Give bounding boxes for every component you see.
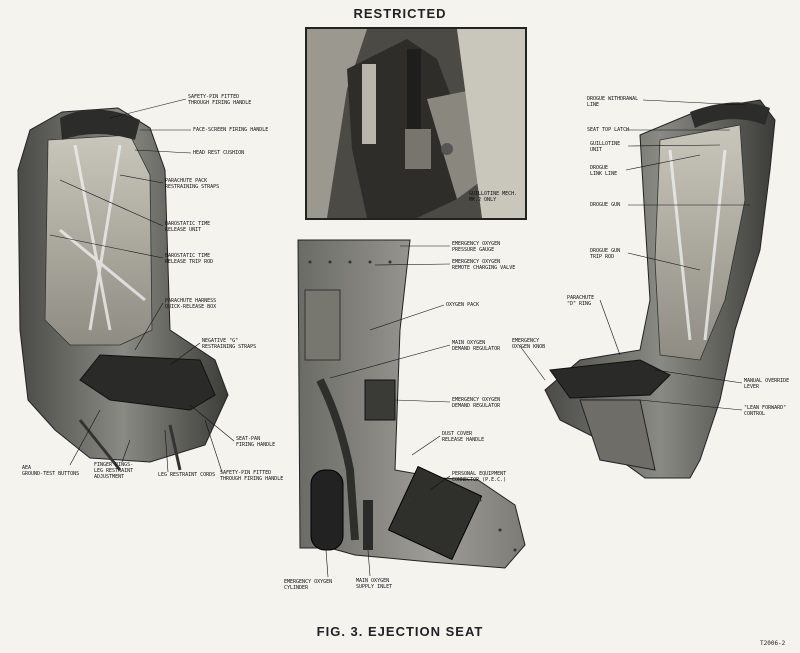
label-lean-forward: "LEAN FORWARD" CONTROL	[744, 405, 787, 417]
label-barostatic-rod: BAROSTATIC TIME RELEASE TRIP ROD	[165, 253, 214, 265]
label-drogue-link: DROGUE LINK LINE	[590, 165, 618, 177]
figure-caption: FIG. 3. EJECTION SEAT	[316, 624, 484, 639]
label-emerg-knob: EMERGENCY OXYGEN KNOB	[512, 338, 546, 350]
label-negative-g: NEGATIVE "G" RESTRAINING STRAPS	[202, 338, 257, 350]
label-dust-cover: DUST COVER RELEASE HANDLE	[442, 431, 485, 443]
restricted-header: RESTRICTED	[353, 6, 447, 21]
label-charging-valve: EMERGENCY OXYGEN REMOTE CHARGING VALVE	[452, 259, 516, 271]
label-head-rest: HEAD REST CUSHION	[193, 150, 245, 156]
label-cylinder: EMERGENCY OXYGEN CYLINDER	[284, 579, 333, 591]
left-seat	[17, 107, 229, 471]
label-drogue-trip: DROGUE GUN TRIP ROD	[590, 248, 621, 260]
label-pec: PERSONAL EQUIPMENT CONNECTOR (P.E.C.)	[452, 471, 507, 483]
figure-reference-number: T2006-2	[760, 640, 786, 647]
guillotine-mechanism-inset: GUILLOTINE MECH. MK.2 ONLY	[305, 27, 527, 220]
inset-artwork	[307, 29, 525, 218]
label-parachute-pack: PARACHUTE PACK RESTRAINING STRAPS	[165, 178, 220, 190]
label-finger-ring: FINGER RINGS- LEG RESTRAINT ADJUSTMENT	[94, 462, 134, 480]
label-harness-box: PARACHUTE HARNESS QUICK-RELEASE BOX	[165, 298, 217, 310]
label-barostatic-unit: BAROSTATIC TIME RELEASE UNIT	[165, 221, 211, 233]
right-seat	[544, 99, 776, 479]
label-emerg-regulator: EMERGENCY OXYGEN DEMAND REGULATOR	[452, 397, 501, 409]
label-main-regulator: MAIN OXYGEN DEMAND REGULATOR	[452, 340, 501, 352]
label-oxygen-gauge: EMERGENCY OXYGEN PRESSURE GAUGE	[452, 241, 501, 253]
label-seat-pan: SEAT-PAN FIRING HANDLE	[236, 436, 276, 448]
label-safety-pin-top: SAFETY-PIN FITTED THROUGH FIRING HANDLE	[188, 94, 252, 106]
label-d-ring: PARACHUTE "D" RING	[567, 295, 595, 307]
label-aea: AEA GROUND-TEST BUTTONS	[22, 465, 80, 477]
label-drogue-withdrawal: DROGUE WITHDRAWAL LINE	[587, 96, 639, 108]
label-override: MANUAL OVERRIDE LEVER	[744, 378, 790, 390]
label-oxygen-pack: OXYGEN PACK	[446, 302, 480, 308]
leader-lines	[49, 98, 750, 578]
inset-label: GUILLOTINE MECH. MK.2 ONLY	[469, 191, 518, 203]
center-oxygen-pack	[297, 239, 526, 569]
label-leg-cords: LEG RESTRAINT CORDS	[158, 472, 216, 478]
label-seat-top-latch: SEAT TOP LATCH	[587, 127, 630, 133]
label-guillotine: GUILLOTINE UNIT	[590, 141, 621, 153]
label-face-screen: FACE-SCREEN FIRING HANDLE	[193, 127, 269, 133]
label-supply-inlet: MAIN OXYGEN SUPPLY INLET	[356, 578, 393, 590]
label-safety-pin-bottom: SAFETY-PIN FITTED THROUGH FIRING HANDLE	[220, 470, 284, 482]
label-drogue-gun: DROGUE GUN	[590, 202, 621, 208]
